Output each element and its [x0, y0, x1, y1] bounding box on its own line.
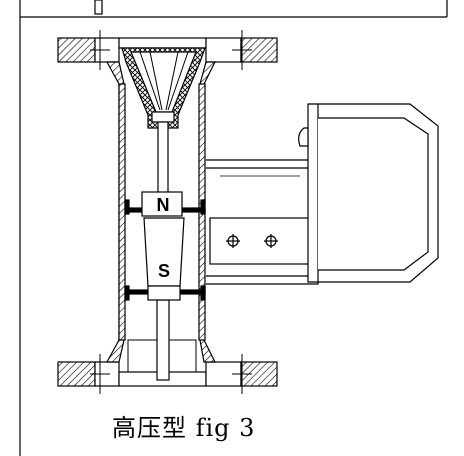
- float-assembly: [124, 191, 206, 301]
- page-frame: [19, 0, 448, 456]
- indicator-housing: [206, 103, 439, 285]
- float-stem: [156, 121, 170, 381]
- bolt-symbol-icon: [226, 234, 240, 248]
- magnet-south-label: S: [158, 261, 170, 281]
- figure-caption: 高压型 fig 3: [112, 414, 256, 442]
- bolt-symbol-icon: [264, 234, 278, 248]
- bottom-flange: [57, 354, 278, 394]
- cone-liner: [121, 47, 206, 129]
- magnet-north-label: N: [157, 195, 170, 215]
